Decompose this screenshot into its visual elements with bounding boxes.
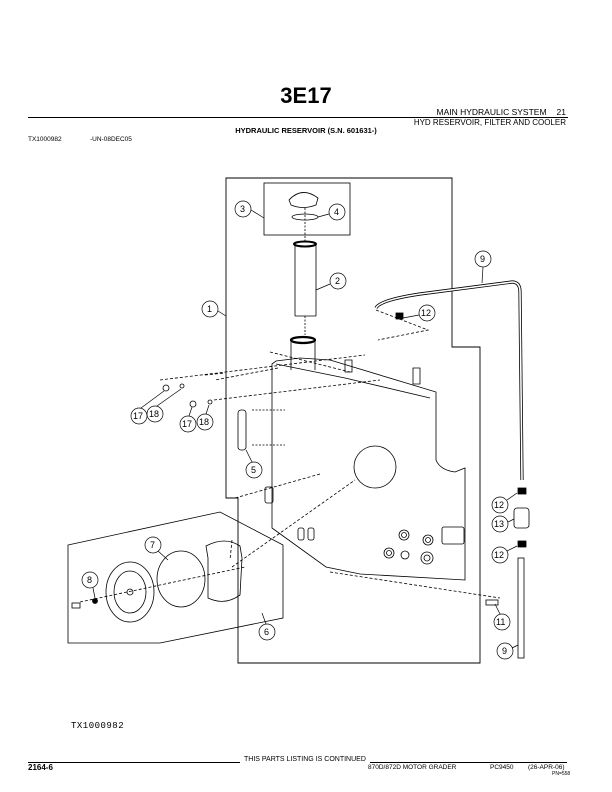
- cap-inset-box: [263, 182, 351, 236]
- revision-date: (26-APR-06): [528, 764, 565, 771]
- svg-text:9: 9: [480, 254, 485, 264]
- svg-text:18: 18: [149, 409, 159, 419]
- reservoir-tank: [271, 357, 466, 581]
- svg-text:12: 12: [494, 550, 504, 560]
- callout-9-top: 9: [474, 250, 492, 284]
- svg-text:12: 12: [494, 500, 504, 510]
- svg-text:1: 1: [207, 304, 212, 314]
- callout-12-lower: 12: [491, 545, 518, 564]
- callout-12-top: 12: [402, 304, 436, 322]
- callouts: 1 2 3 4 5 6 7 8 9 9 11 12 12 12 13 17 17…: [81, 200, 519, 660]
- callout-5: 5: [245, 449, 263, 479]
- svg-text:17: 17: [133, 411, 143, 421]
- page-code: 3E17: [280, 83, 332, 108]
- callout-9-bottom: 9: [496, 642, 519, 660]
- subsystem-heading: HYD RESERVOIR, FILTER AND COOLER: [413, 118, 566, 127]
- footer-rule-right: [361, 762, 567, 763]
- callout-3: 3: [234, 200, 265, 219]
- svg-text:8: 8: [87, 575, 92, 585]
- system-heading: MAIN HYDRAULIC SYSTEM 21: [436, 107, 566, 117]
- svg-text:2: 2: [335, 276, 340, 286]
- callout-18-b: 18: [196, 404, 214, 431]
- callout-13: 13: [491, 515, 515, 533]
- gasket: [156, 550, 206, 608]
- pn-number: PN=558: [552, 771, 571, 777]
- callout-8: 8: [81, 571, 99, 599]
- catalog-number: PC9450: [490, 764, 514, 771]
- inner-plate: [205, 540, 243, 602]
- hydraulic-hose: [374, 280, 524, 481]
- svg-text:17: 17: [182, 419, 192, 429]
- reservoir-group-outline: [225, 177, 481, 664]
- svg-text:6: 6: [264, 627, 269, 637]
- access-hole: [353, 445, 397, 489]
- diagram-id-label: TX1000982: [71, 721, 125, 731]
- callout-11: 11: [493, 603, 511, 631]
- svg-text:3: 3: [240, 204, 245, 214]
- callout-12-mid: 12: [491, 492, 518, 514]
- filler-tube: [294, 245, 317, 317]
- inline-filter: [513, 507, 530, 529]
- exploded-parts-diagram: 1 2 3 4 5 6 7 8 9 9 11 12 12 12 13 17 17…: [67, 177, 530, 664]
- model-name: 870D/872D MOTOR GRADER: [368, 764, 457, 771]
- cover-plate: [105, 561, 155, 623]
- bracket: [237, 409, 247, 451]
- figure-id: TX1000982: [28, 136, 62, 143]
- header-rule: [28, 117, 568, 118]
- callout-18-a: 18: [146, 388, 182, 423]
- page-number: 2164-6: [28, 763, 53, 772]
- continued-notice: THIS PARTS LISTING IS CONTINUED: [240, 756, 370, 763]
- callout-2: 2: [315, 272, 347, 291]
- svg-text:11: 11: [496, 617, 505, 627]
- callout-7: 7: [144, 536, 169, 561]
- callout-4: 4: [317, 203, 346, 221]
- figure-title: HYDRAULIC RESERVOIR (S.N. 601631-): [235, 126, 377, 135]
- callout-1: 1: [201, 300, 227, 318]
- cover-assembly-box: [67, 511, 284, 644]
- svg-text:5: 5: [251, 465, 256, 475]
- callout-17-b: 17: [179, 406, 197, 433]
- svg-text:12: 12: [421, 308, 431, 318]
- group-number: 21: [556, 107, 566, 117]
- svg-text:7: 7: [150, 540, 155, 550]
- svg-text:9: 9: [502, 646, 507, 656]
- svg-text:13: 13: [494, 519, 504, 529]
- callout-6: 6: [258, 612, 276, 641]
- svg-text:4: 4: [334, 207, 339, 217]
- svg-text:18: 18: [199, 417, 209, 427]
- filler-cap: [288, 192, 319, 208]
- system-name: MAIN HYDRAULIC SYSTEM: [436, 107, 547, 117]
- figure-date: -UN-08DEC05: [90, 136, 132, 143]
